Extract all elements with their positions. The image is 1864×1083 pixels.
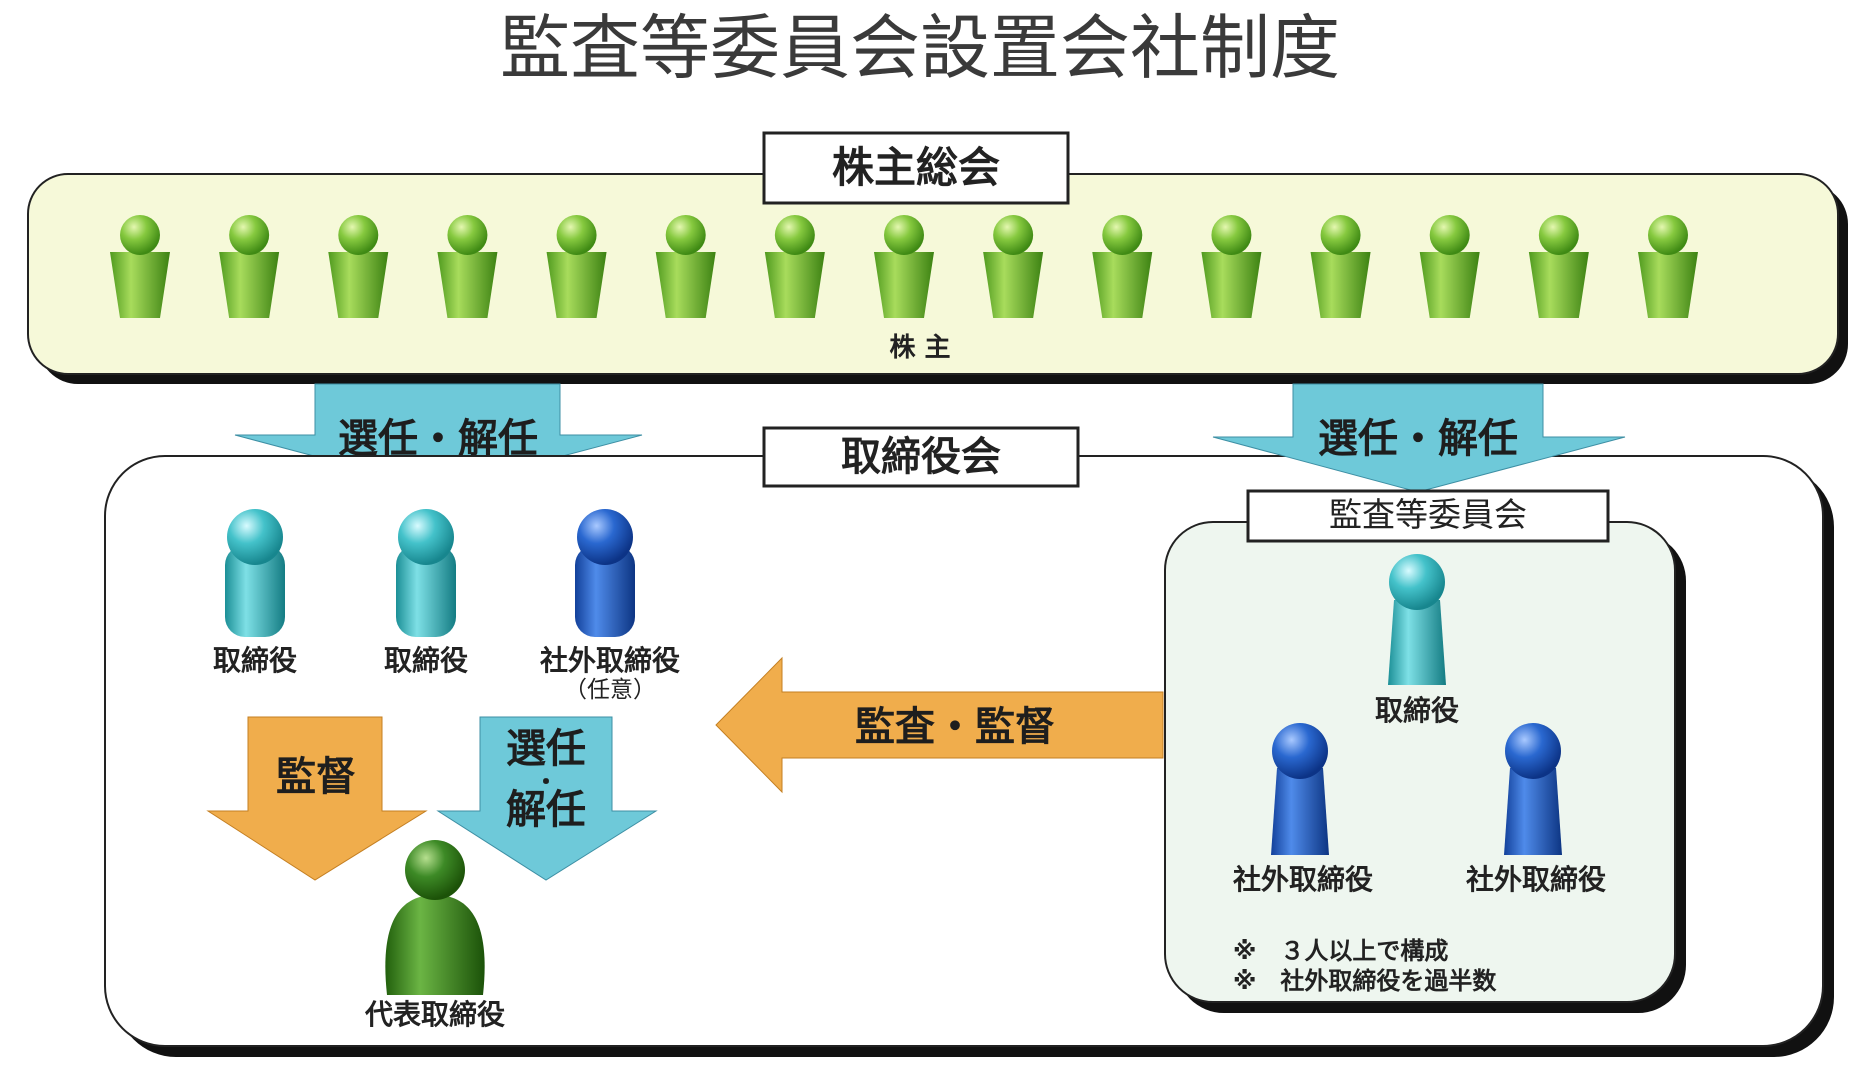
shareholders-meeting-label-box: [762, 131, 1070, 205]
shareholder-figure: [546, 215, 607, 318]
elect-small-dot: ・: [534, 768, 558, 796]
board-outside-director-note: （任意）: [564, 677, 656, 703]
shareholder-figure: [1310, 215, 1371, 318]
audit-supervise-label: 監査・監督: [855, 704, 1055, 750]
elect-small-label-2: 解任: [506, 787, 586, 833]
shareholder-group: [110, 215, 1698, 318]
shareholder-figure: [328, 215, 389, 318]
shareholder-figure: [1092, 215, 1153, 318]
representative-director-label: 代表取締役: [364, 998, 505, 1031]
shareholder-figure: [110, 215, 170, 318]
representative-director-figure: [385, 840, 485, 995]
shareholder-figure: [437, 215, 498, 318]
committee-outside-director-label-1: 社外取締役: [1233, 863, 1373, 896]
shareholder-figure: [983, 215, 1044, 318]
committee-outside-director-figure-2: [1504, 723, 1562, 855]
shareholder-figure: [219, 215, 280, 318]
committee-label-box: [1246, 489, 1610, 543]
shareholder-figure: [764, 215, 825, 318]
committee-note-2: ※ 社外取締役を過半数: [1233, 967, 1497, 995]
committee-director-label: 取締役: [1375, 694, 1459, 727]
elect-small-label-1: 選任: [506, 726, 586, 772]
page-title: 監査等委員会設置会社制度: [500, 7, 1340, 89]
shareholder-figure: [1419, 215, 1480, 318]
elect-dismiss-left-label: 選任・解任: [338, 416, 538, 462]
shareholders-meeting-label: 株主総会: [832, 143, 1000, 192]
elect-dismiss-right-label: 選任・解任: [1318, 416, 1518, 462]
committee-note-1: ※ ３人以上で構成: [1233, 937, 1448, 965]
shareholder-figure: [655, 215, 716, 318]
supervise-label: 監督: [276, 754, 356, 800]
shareholder-label: 株 主: [889, 333, 950, 363]
audit-supervise-arrow: [715, 656, 1164, 794]
board-label: 取締役会: [841, 434, 1001, 480]
board-director-figure-2: [396, 509, 456, 637]
supervise-arrow: [206, 716, 428, 881]
elect-dismiss-small-arrow: [436, 716, 658, 881]
committee-outside-director-label-2: 社外取締役: [1466, 863, 1606, 896]
shareholder-figure: [1528, 215, 1589, 318]
board-outside-director-figure: [575, 509, 635, 637]
board-director-label-2: 取締役: [384, 644, 468, 677]
shareholder-figure: [1638, 215, 1698, 318]
board-director-label-1: 取締役: [213, 644, 297, 677]
committee-director-figure: [1388, 554, 1446, 685]
board-outside-director-label: 社外取締役: [540, 644, 680, 677]
elect-dismiss-right-arrow: [1212, 383, 1626, 493]
board-label-box: [762, 426, 1080, 488]
shareholder-figure: [1201, 215, 1262, 318]
committee-outside-director-figure-1: [1271, 723, 1329, 855]
shareholder-figure: [874, 215, 934, 318]
board-director-figure-1: [225, 509, 285, 637]
committee-label: 監査等委員会: [1329, 495, 1527, 534]
